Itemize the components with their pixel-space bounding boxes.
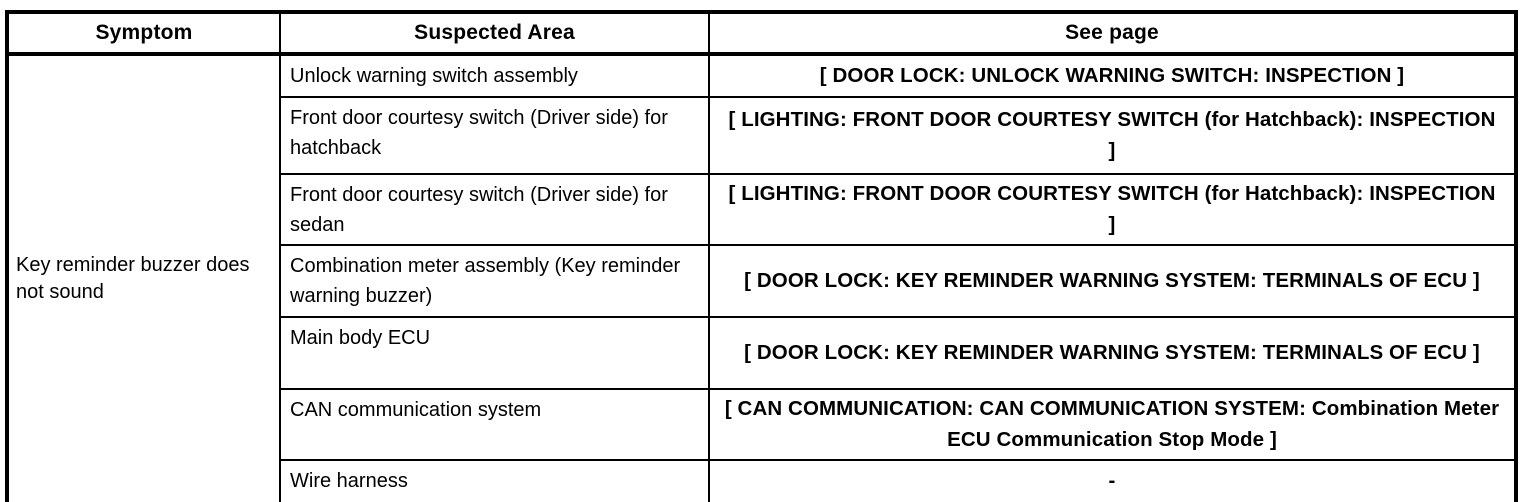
table-row: Main body ECU [ DOOR LOCK: KEY REMINDER … [7, 316, 1517, 390]
suspected-area-cell: Front door courtesy switch (Driver side)… [279, 96, 710, 175]
suspected-area-cell: Main body ECU [279, 316, 710, 390]
table-row: Front door courtesy switch (Driver side)… [7, 96, 1517, 175]
see-page-cell: [ DOOR LOCK: KEY REMINDER WARNING SYSTEM… [708, 244, 1517, 318]
see-page-cell: [ LIGHTING: FRONT DOOR COURTESY SWITCH (… [708, 96, 1517, 175]
suspected-area-cell: Wire harness [279, 459, 710, 502]
see-page-cell: [ LIGHTING: FRONT DOOR COURTESY SWITCH (… [708, 173, 1517, 246]
table-row: Front door courtesy switch (Driver side)… [7, 173, 1517, 246]
see-page-cell: [ CAN COMMUNICATION: CAN COMMUNICATION S… [708, 388, 1517, 461]
column-header-symptom: Symptom [6, 11, 281, 56]
see-page-cell: [ DOOR LOCK: UNLOCK WARNING SWITCH: INSP… [708, 53, 1517, 98]
table-row: Wire harness - [7, 459, 1517, 502]
see-page-cell: - [708, 459, 1517, 502]
suspected-area-cell: Unlock warning switch assembly [279, 53, 710, 98]
table-row: Combination meter assembly (Key reminder… [7, 244, 1517, 318]
suspected-area-cell: Combination meter assembly (Key reminder… [279, 244, 710, 318]
symptom-diagnostic-table: Symptom Suspected Area See page Key remi… [5, 10, 1518, 502]
table-header-row: Symptom Suspected Area See page [6, 11, 1517, 56]
suspected-area-cell: Front door courtesy switch (Driver side)… [279, 173, 710, 246]
table-row: CAN communication system [ CAN COMMUNICA… [7, 388, 1517, 461]
suspected-area-cell: CAN communication system [279, 388, 710, 461]
see-page-cell: [ DOOR LOCK: KEY REMINDER WARNING SYSTEM… [708, 316, 1517, 390]
column-header-see-page: See page [708, 11, 1517, 56]
symptom-cell: Key reminder buzzer does not sound [6, 53, 281, 502]
table-row: Key reminder buzzer does not sound Unloc… [6, 53, 1517, 502]
column-header-suspected-area: Suspected Area [279, 11, 710, 56]
